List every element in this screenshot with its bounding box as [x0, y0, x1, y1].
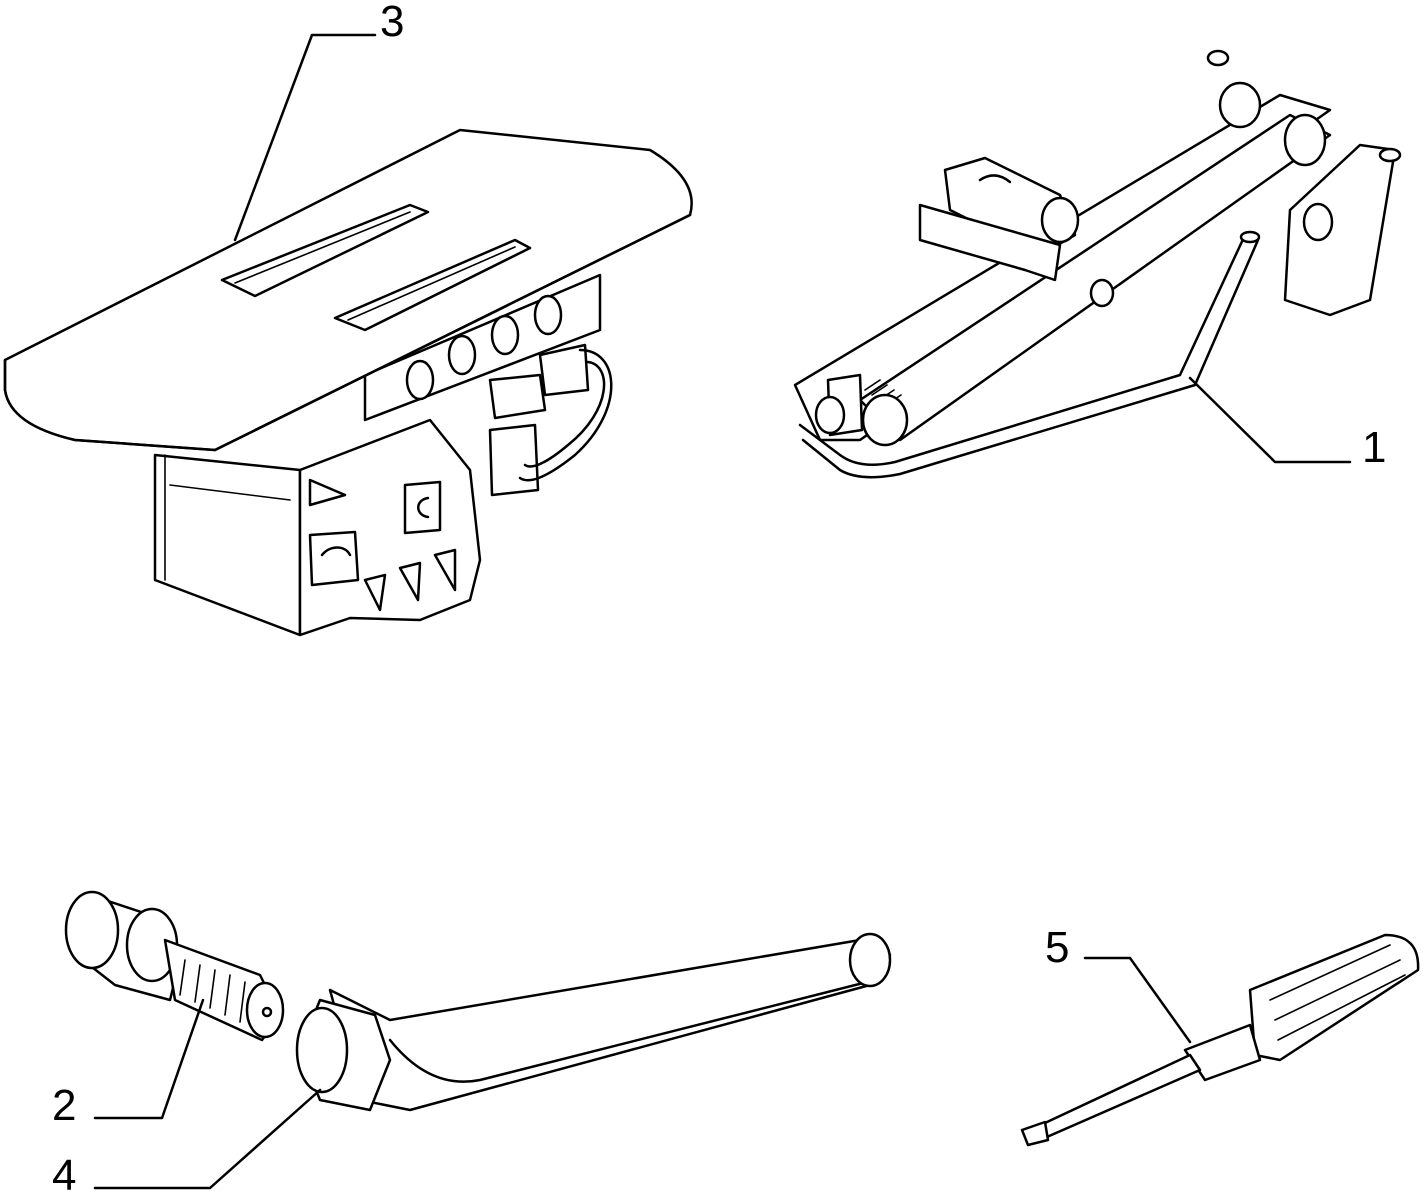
- callout-3: 3: [380, 0, 404, 46]
- leader-line-1: [1188, 376, 1352, 464]
- leader-lines: [93, 33, 1352, 1190]
- leader-line-2: [93, 998, 205, 1120]
- wheel-wrench-drawing: [295, 932, 892, 1112]
- scissor-jack-drawing: [793, 49, 1402, 479]
- callout-2: 2: [52, 1081, 76, 1130]
- screwdriver-drawing: [1020, 933, 1420, 1147]
- leader-line-3: [233, 33, 377, 242]
- callout-1: 1: [1362, 423, 1386, 472]
- jack-holder-bracket-drawing: [3, 128, 693, 637]
- leader-line-5: [1083, 956, 1192, 1044]
- callout-4: 4: [52, 1151, 76, 1193]
- callout-5: 5: [1045, 923, 1069, 972]
- wheel-bolt-adapter-drawing: [64, 890, 285, 1042]
- leader-line-4: [93, 1088, 322, 1190]
